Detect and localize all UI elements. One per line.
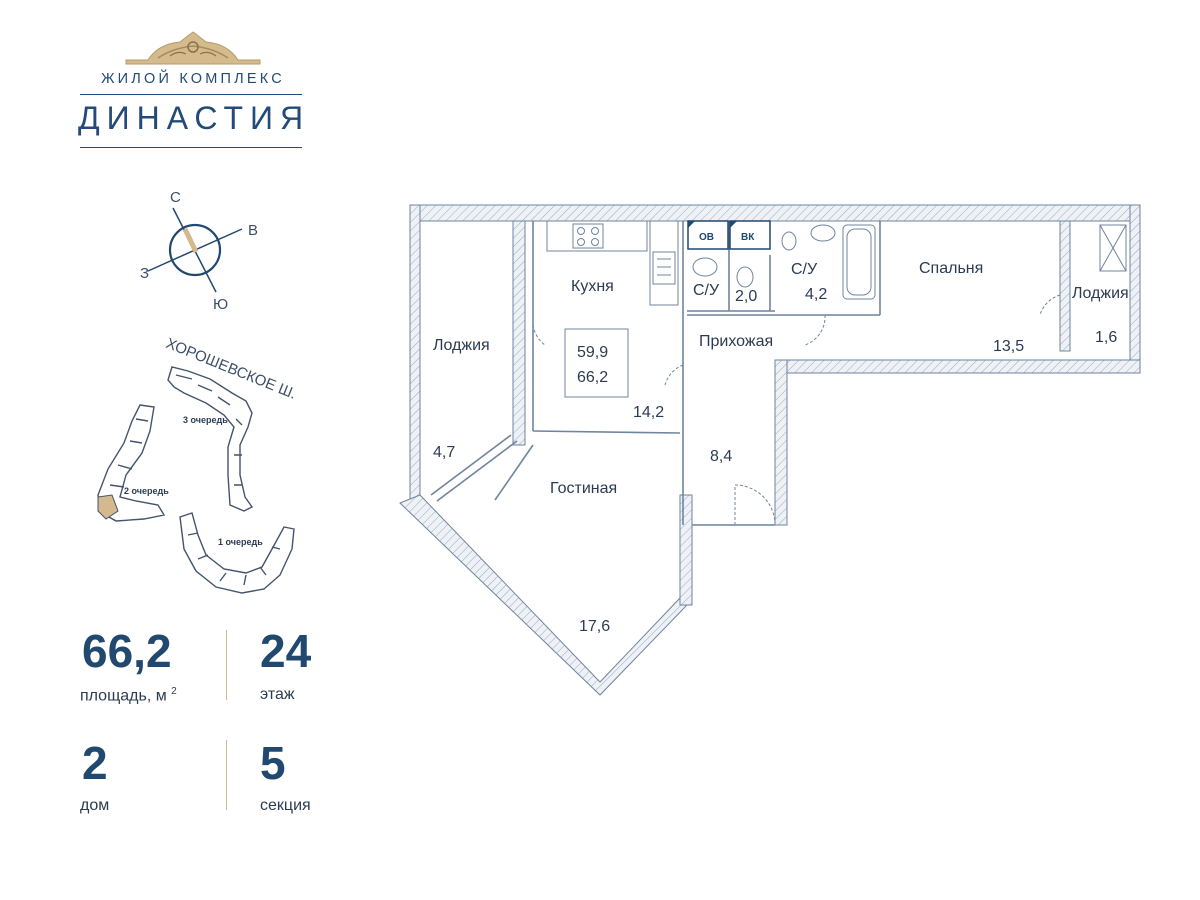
room-kitchen-area: 14,2 — [633, 404, 664, 421]
bathroom-fixtures — [692, 224, 876, 300]
section-label: секция — [260, 797, 311, 814]
logo-divider — [80, 94, 302, 95]
compass-east: В — [248, 222, 258, 239]
phase-1-building — [179, 512, 295, 594]
stats-divider-bottom — [226, 740, 227, 810]
phase-3-building — [167, 366, 254, 512]
room-kitchen: Кухня — [571, 278, 614, 295]
site-plan: ХОРОШЕВСКОЕ Ш. 3 очередь 2 очередь 1 оче… — [97, 335, 299, 594]
cooktop-icon — [572, 223, 604, 249]
shaft-vk-label: ВК — [741, 232, 755, 243]
bathtub-icon — [842, 224, 876, 300]
compass-south: Ю — [213, 296, 228, 313]
area-label-text: площадь, м — [80, 687, 167, 705]
floor-value: 24 — [260, 625, 312, 677]
selected-section-highlight — [97, 494, 119, 520]
toilet-icon-2 — [781, 231, 797, 251]
logo-subtitle: ЖИЛОЙ КОМПЛЕКС — [101, 71, 285, 87]
room-bath-1-area: 2,0 — [735, 288, 757, 305]
sink-icon — [652, 251, 676, 285]
total-area-box: 59,9 66,2 — [564, 328, 629, 398]
area-unit-superscript: 2 — [171, 686, 177, 697]
house-value: 2 — [82, 737, 108, 789]
floor-plan: ОВ ВК Лоджия 4,7 Кухня 14,2 С/У 2,0 С/У … — [399, 204, 1141, 696]
room-bath-2-area: 4,2 — [805, 286, 827, 303]
room-labels: Лоджия 4,7 Кухня 14,2 С/У 2,0 С/У 4,2 Пр… — [433, 260, 1129, 635]
compass-west: З — [140, 265, 149, 282]
room-hall: Прихожая — [699, 333, 773, 350]
crown-ornament-icon — [125, 31, 261, 65]
area-value: 66,2 — [82, 625, 172, 677]
room-bath-2: С/У — [791, 261, 818, 278]
phase-3-label: 3 очередь — [183, 415, 228, 425]
door-swings — [532, 294, 1061, 526]
floor-label: этаж — [260, 686, 295, 703]
phase-1-label: 1 очередь — [218, 537, 263, 547]
kitchen-fixtures — [546, 220, 679, 306]
logo-underline — [80, 147, 302, 148]
toilet-icon — [736, 266, 754, 288]
room-loggia-left-area: 4,7 — [433, 444, 455, 461]
compass-north-marker-icon — [182, 227, 199, 254]
phase-2-label: 2 очередь — [124, 486, 169, 496]
room-hall-area: 8,4 — [710, 448, 732, 465]
stats-divider-top — [226, 630, 227, 700]
room-bath-1: С/У — [693, 282, 720, 299]
room-loggia-right: Лоджия — [1072, 285, 1129, 302]
logo: ЖИЛОЙ КОМПЛЕКС ДИНАСТИЯ — [78, 30, 308, 155]
living-area-value: 59,9 — [577, 344, 608, 361]
room-bedroom-area: 13,5 — [993, 338, 1024, 355]
room-living: Гостиная — [550, 480, 617, 497]
room-living-area: 17,6 — [579, 618, 610, 635]
area-label: площадь, м 2 — [80, 686, 177, 705]
utility-shafts: ОВ ВК — [687, 220, 771, 250]
room-loggia-right-area: 1,6 — [1095, 329, 1117, 346]
total-area-value: 66,2 — [577, 369, 608, 386]
phase-2-building — [97, 404, 166, 522]
room-bedroom: Спальня — [919, 260, 983, 277]
interior-walls — [430, 221, 881, 526]
compass-north: С — [170, 189, 181, 206]
shaft-ov-label: ОВ — [699, 232, 714, 243]
logo-title: ДИНАСТИЯ — [78, 100, 311, 136]
compass: С В Ю З — [140, 189, 258, 313]
washbasin-icon — [692, 257, 718, 277]
room-loggia-left: Лоджия — [433, 337, 490, 354]
section-value: 5 — [260, 737, 286, 789]
washbasin-icon-2 — [810, 224, 836, 242]
compass-ring-icon — [168, 223, 222, 277]
house-label: дом — [80, 797, 110, 814]
loggia-window — [1099, 224, 1127, 272]
